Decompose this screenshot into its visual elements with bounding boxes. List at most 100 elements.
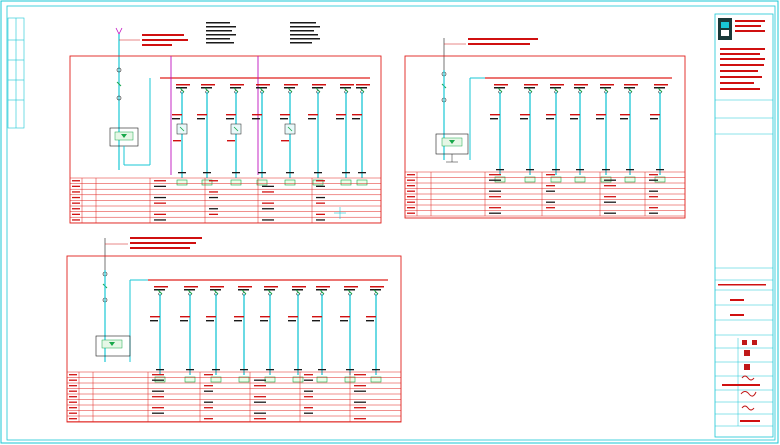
- feeders-top-right: [490, 84, 668, 183]
- load-terminal: [574, 176, 586, 183]
- load-terminal: [210, 376, 222, 383]
- feeder-circuit: [180, 286, 198, 383]
- feeder-label: [524, 87, 535, 89]
- feeder-label: [600, 87, 611, 89]
- feeder-note: [206, 316, 216, 318]
- feeder-tag: [212, 369, 220, 371]
- table-cell: [354, 407, 366, 409]
- feeder-note: [366, 320, 374, 322]
- breaker-symbol: [527, 87, 533, 93]
- feeder-label: [600, 84, 614, 86]
- breaker-symbol: [287, 87, 293, 93]
- feeder-label: [184, 286, 198, 288]
- table-cell: [154, 196, 166, 199]
- feeder-label: [292, 289, 303, 291]
- feeder-note: [312, 316, 322, 318]
- feeder-circuit: [546, 84, 564, 183]
- feeder-note: [234, 316, 244, 318]
- table-header-cell: [69, 401, 77, 403]
- table-cell: [152, 390, 164, 392]
- feeder-note: [226, 118, 234, 120]
- feeder-note: [620, 114, 630, 116]
- feeder-note: [206, 320, 214, 322]
- feeder-tag: [552, 169, 560, 171]
- feeder-tag: [240, 369, 248, 371]
- table-header-cell: [72, 196, 80, 199]
- feeder-note: [180, 316, 190, 318]
- schedule-table: [70, 177, 381, 224]
- feeder-label: [154, 286, 168, 288]
- table-cell: [209, 191, 218, 193]
- feeder-note: [227, 140, 235, 142]
- panel-top-left: [69, 22, 382, 224]
- table-cell: [204, 401, 213, 403]
- feeder-circuit: [312, 286, 330, 383]
- feeder-note: [520, 114, 530, 116]
- table-header-cell: [69, 374, 77, 376]
- table-cell: [649, 196, 658, 198]
- load-terminal: [184, 376, 196, 383]
- table-header-cell: [407, 212, 415, 214]
- feeder-tag: [203, 172, 211, 174]
- feeder-label: [524, 84, 538, 86]
- table-cell: [316, 202, 325, 204]
- breaker-symbol: [204, 87, 210, 93]
- table-header-cell: [72, 208, 80, 210]
- table-cell: [154, 180, 166, 182]
- breaker-symbol: [577, 87, 583, 93]
- feeder-note: [234, 320, 242, 322]
- table-cell: [152, 396, 164, 398]
- table-cell: [209, 180, 218, 182]
- feeder-label: [284, 87, 295, 89]
- cable-notes-top-left: [206, 22, 320, 44]
- table-cell: [604, 196, 616, 198]
- breaker-symbol: [213, 289, 219, 295]
- feeder-circuit: [570, 84, 588, 183]
- feeder-note: [490, 114, 500, 116]
- feeder-label: [624, 84, 638, 86]
- left-margin-strip: [7, 17, 25, 129]
- table-header-cell: [407, 185, 415, 187]
- breaker-symbol: [315, 87, 321, 93]
- table-cell: [316, 213, 325, 215]
- table-header-cell: [69, 418, 77, 420]
- feeder-note: [197, 118, 205, 120]
- table-cell: [254, 385, 266, 387]
- table-cell: [204, 390, 213, 392]
- table-header-cell: [407, 207, 415, 209]
- load-terminal: [340, 179, 352, 186]
- load-terminal: [356, 179, 368, 186]
- breaker-symbol: [179, 87, 185, 93]
- feeder-label: [176, 87, 187, 89]
- load-terminal: [654, 176, 666, 183]
- table-cell: [154, 213, 166, 215]
- feeder-tag: [626, 169, 634, 171]
- cad-crosshair-icon: [334, 207, 346, 219]
- breaker-symbol: [657, 87, 663, 93]
- feeder-note: [260, 320, 268, 322]
- table-cell: [154, 202, 166, 204]
- table-cell: [262, 191, 274, 193]
- feeder-note: [226, 114, 236, 116]
- table-header-cell: [69, 385, 77, 387]
- feeder-note: [520, 118, 528, 120]
- table-header-cell: [69, 379, 77, 381]
- feeder-note: [281, 140, 289, 142]
- table-header-cell: [407, 179, 415, 181]
- breaker-symbol: [627, 87, 633, 93]
- feeder-note: [288, 316, 298, 318]
- table-cell: [304, 390, 313, 392]
- table-cell: [489, 196, 501, 198]
- feeder-circuit: [520, 84, 538, 183]
- feeder-note: [336, 118, 344, 120]
- feeder-circuit: [352, 84, 370, 186]
- feeder-note: [570, 118, 578, 120]
- feeder-circuit: [340, 286, 358, 383]
- table-cell: [354, 374, 366, 376]
- table-cell: [304, 407, 313, 409]
- feeder-label: [574, 84, 588, 86]
- breaker-symbol: [233, 87, 239, 93]
- feeder-note: [288, 320, 296, 322]
- table-top-left: [70, 177, 381, 224]
- table-cell: [489, 207, 501, 209]
